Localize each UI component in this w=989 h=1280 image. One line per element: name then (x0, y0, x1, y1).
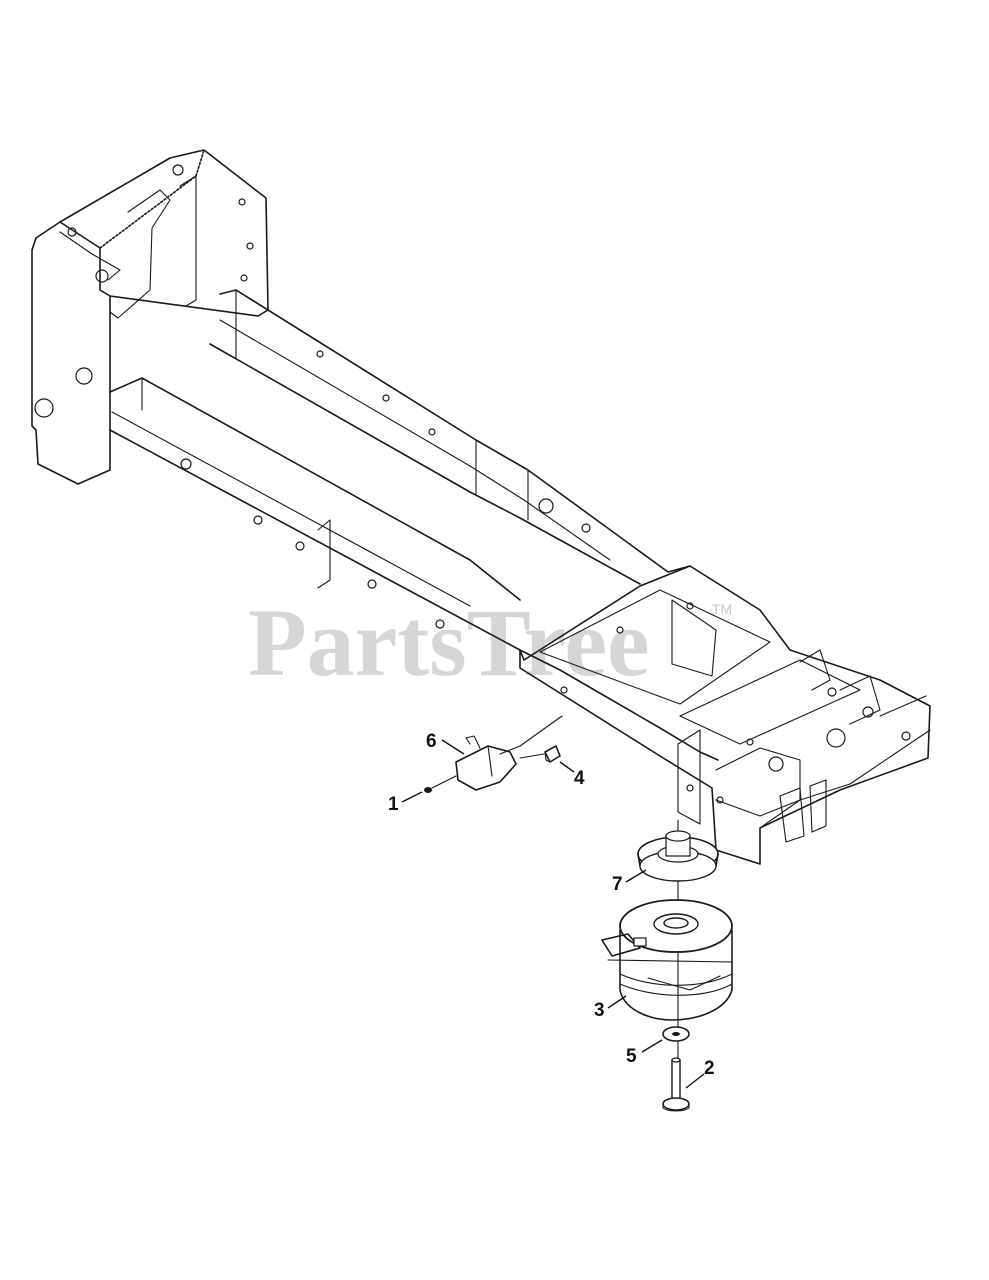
watermark-text: PartsTree (248, 589, 650, 696)
callout-label: 1 (388, 794, 399, 815)
callout-7: 7 (612, 869, 647, 895)
callout-4: 4 (559, 761, 585, 789)
washer (662, 1026, 690, 1042)
callout-label: 4 (574, 768, 585, 789)
bolt (662, 1057, 690, 1112)
screw (424, 775, 457, 793)
callout-label: 2 (704, 1058, 715, 1079)
clutch-bracket (455, 715, 563, 791)
callout-3: 3 (594, 995, 627, 1021)
callout-label: 3 (594, 1000, 605, 1021)
watermark-trademark: TM (712, 601, 732, 617)
pulley (637, 830, 719, 882)
callout-5: 5 (626, 1039, 663, 1067)
callout-6: 6 (426, 731, 465, 755)
callout-1: 1 (388, 791, 423, 815)
callout-label: 6 (426, 731, 437, 752)
callout-2: 2 (685, 1058, 715, 1089)
electric-pto-clutch (601, 899, 733, 1021)
tractor-frame (31, 149, 931, 865)
nut (519, 745, 561, 763)
callout-label: 7 (612, 874, 623, 895)
callout-label: 5 (626, 1046, 637, 1067)
